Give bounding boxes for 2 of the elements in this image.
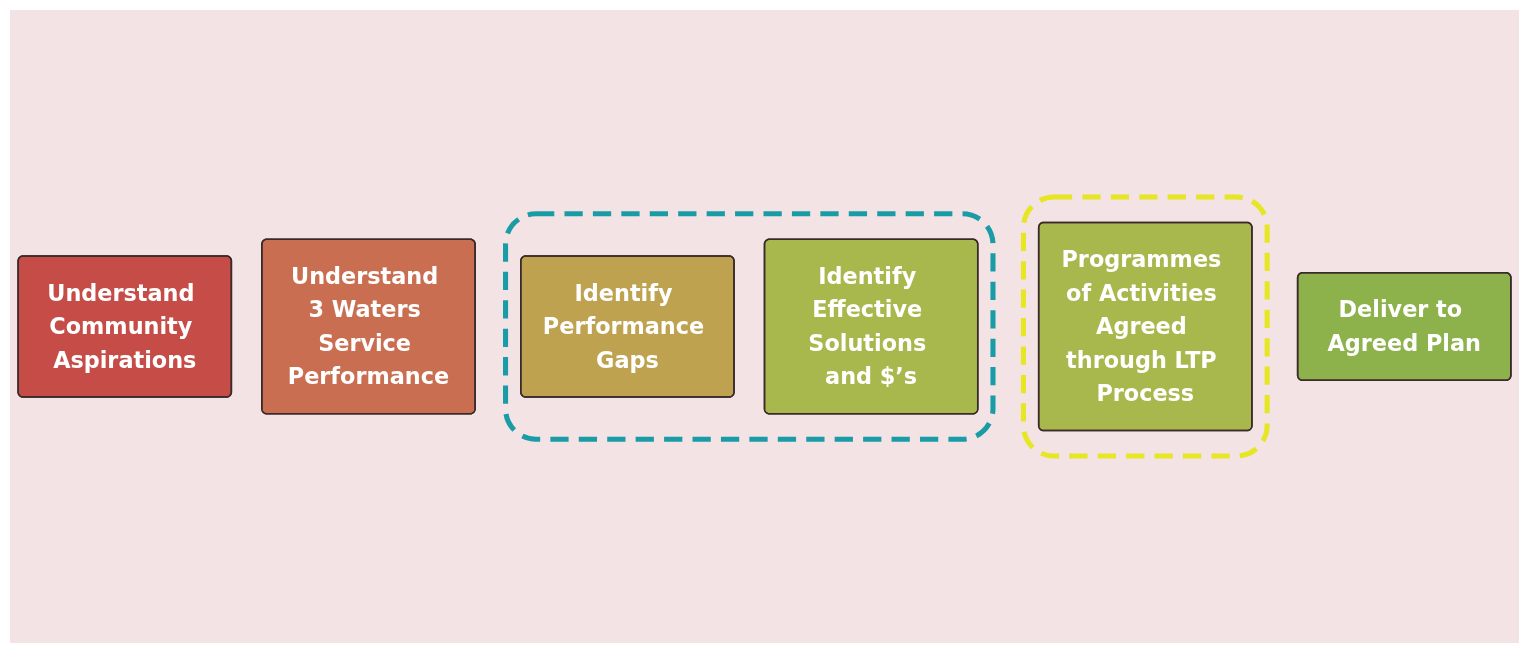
cluster (1020, 194, 1270, 459)
cluster (503, 211, 996, 442)
